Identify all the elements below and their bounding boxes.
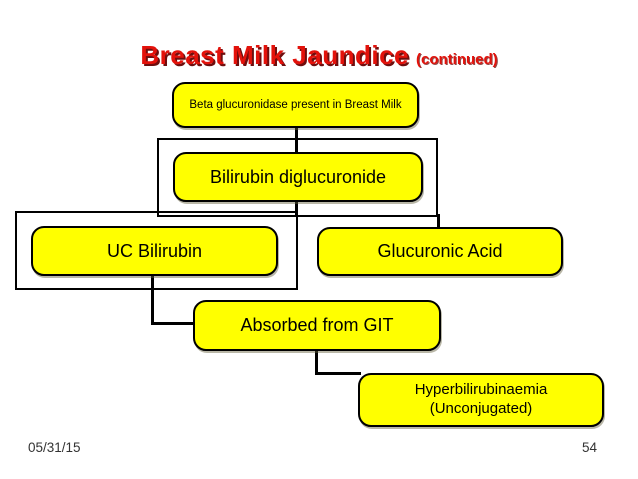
node-bilirubin-diglucuronide: Bilirubin diglucuronide bbox=[173, 152, 423, 202]
node-uc-bilirubin-label: UC Bilirubin bbox=[106, 240, 203, 261]
connector-uc-to-absorbed-vertical bbox=[151, 275, 154, 325]
node-absorbed-from-git: Absorbed from GIT bbox=[193, 300, 441, 351]
node-absorbed-from-git-label: Absorbed from GIT bbox=[240, 315, 394, 336]
node-hyperbilirubinaemia-label-line1: Hyperbilirubinaemia bbox=[414, 381, 548, 399]
title-continued-text: (continued) bbox=[416, 51, 498, 68]
connector-uc-to-absorbed-horizontal bbox=[151, 322, 196, 325]
node-beta-glucuronidase: Beta glucuronidase present in Breast Mil… bbox=[172, 82, 419, 128]
node-glucuronic-acid: Glucuronic Acid bbox=[317, 227, 563, 276]
node-uc-bilirubin: UC Bilirubin bbox=[31, 226, 278, 276]
footer-date: 05/31/15 bbox=[28, 440, 81, 455]
node-hyperbilirubinaemia-label-line2: (Unconjugated) bbox=[429, 400, 533, 417]
connector-absorbed-to-hyper-vertical bbox=[315, 350, 318, 375]
connector-absorbed-to-hyper-horizontal bbox=[315, 372, 361, 375]
node-beta-glucuronidase-label: Beta glucuronidase present in Breast Mil… bbox=[189, 98, 402, 111]
footer-page-number: 54 bbox=[581, 440, 597, 455]
node-glucuronic-acid-label: Glucuronic Acid bbox=[377, 241, 503, 262]
title-text: Breast Milk Jaundice bbox=[140, 40, 409, 70]
connector-frame-uc-bilirubin bbox=[15, 211, 298, 290]
connector-to-glucuronic-acid bbox=[437, 214, 440, 229]
node-hyperbilirubinaemia: Hyperbilirubinaemia (Unconjugated) bbox=[358, 373, 604, 427]
slide-title: Breast Milk Jaundice (continued) bbox=[0, 41, 638, 70]
node-bilirubin-diglucuronide-label: Bilirubin diglucuronide bbox=[209, 166, 387, 187]
